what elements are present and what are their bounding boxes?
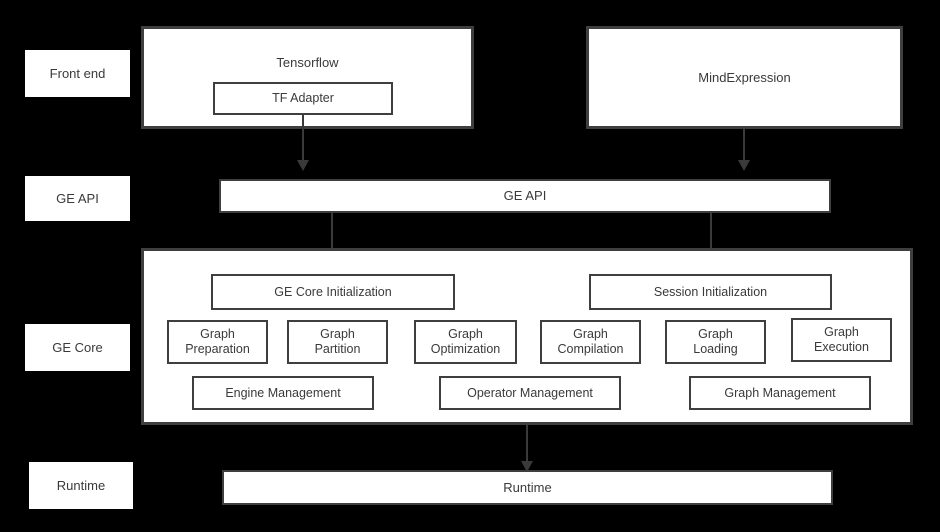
stage-label-ge-api: GE API (25, 176, 130, 221)
graph-optimization-label: Graph Optimization (430, 327, 501, 356)
ge-api-bar-label: GE API (503, 188, 547, 204)
graph-management-label: Graph Management (724, 385, 836, 400)
runtime-bar-label: Runtime (503, 479, 552, 495)
connector-gecore-to-runtime (526, 425, 528, 467)
ge-core-initialization-box[interactable]: GE Core Initialization (211, 274, 455, 310)
graph-partition-label: Graph Partition (314, 327, 361, 356)
engine-management-box[interactable]: Engine Management (192, 376, 374, 410)
session-initialization-label: Session Initialization (653, 284, 768, 299)
stage-label-text: Runtime (56, 477, 106, 493)
operator-management-box[interactable]: Operator Management (439, 376, 621, 410)
connector-geapi-to-gecoreinit (331, 213, 333, 263)
tf-adapter-box[interactable]: TF Adapter (213, 82, 393, 115)
ge-core-initialization-label: GE Core Initialization (274, 284, 392, 299)
graph-execution-box[interactable]: Graph Execution (791, 318, 892, 362)
stage-label-text: GE API (56, 190, 99, 206)
connector-geapi-to-sessioninit (710, 213, 712, 263)
engine-management-label: Engine Management (225, 385, 341, 400)
graph-loading-box[interactable]: Graph Loading (665, 320, 766, 364)
connector-tfadapter-to-geapi (302, 115, 304, 165)
arrowhead-mindexpression-to-geapi (738, 160, 750, 171)
graph-partition-box[interactable]: Graph Partition (287, 320, 388, 364)
stage-label-front-end: Front end (25, 50, 130, 97)
graph-compilation-label: Graph Compilation (557, 327, 624, 356)
graph-preparation-box[interactable]: Graph Preparation (167, 320, 268, 364)
arrowhead-gecore-to-runtime (521, 461, 533, 472)
stage-label-text: Front end (49, 65, 106, 81)
graph-preparation-label: Graph Preparation (185, 327, 250, 356)
ge-api-bar[interactable]: GE API (219, 179, 831, 213)
session-initialization-box[interactable]: Session Initialization (589, 274, 832, 310)
graph-management-box[interactable]: Graph Management (689, 376, 871, 410)
tf-adapter-label: TF Adapter (272, 91, 334, 106)
stage-label-runtime: Runtime (29, 462, 133, 509)
stage-label-text: GE Core (52, 339, 103, 355)
connector-mindexpression-to-geapi (743, 129, 745, 165)
mindexpression-title: MindExpression (698, 69, 791, 85)
tensorflow-title: Tensorflow (276, 55, 339, 70)
operator-management-label: Operator Management (467, 385, 593, 400)
graph-execution-label: Graph Execution (814, 325, 869, 354)
graph-optimization-box[interactable]: Graph Optimization (414, 320, 517, 364)
arrowhead-tfadapter-to-geapi (297, 160, 309, 171)
graph-compilation-box[interactable]: Graph Compilation (540, 320, 641, 364)
graph-loading-label: Graph Loading (693, 327, 738, 356)
mindexpression-panel: MindExpression (586, 26, 903, 129)
runtime-bar[interactable]: Runtime (222, 470, 833, 505)
stage-label-ge-core: GE Core (25, 324, 130, 371)
